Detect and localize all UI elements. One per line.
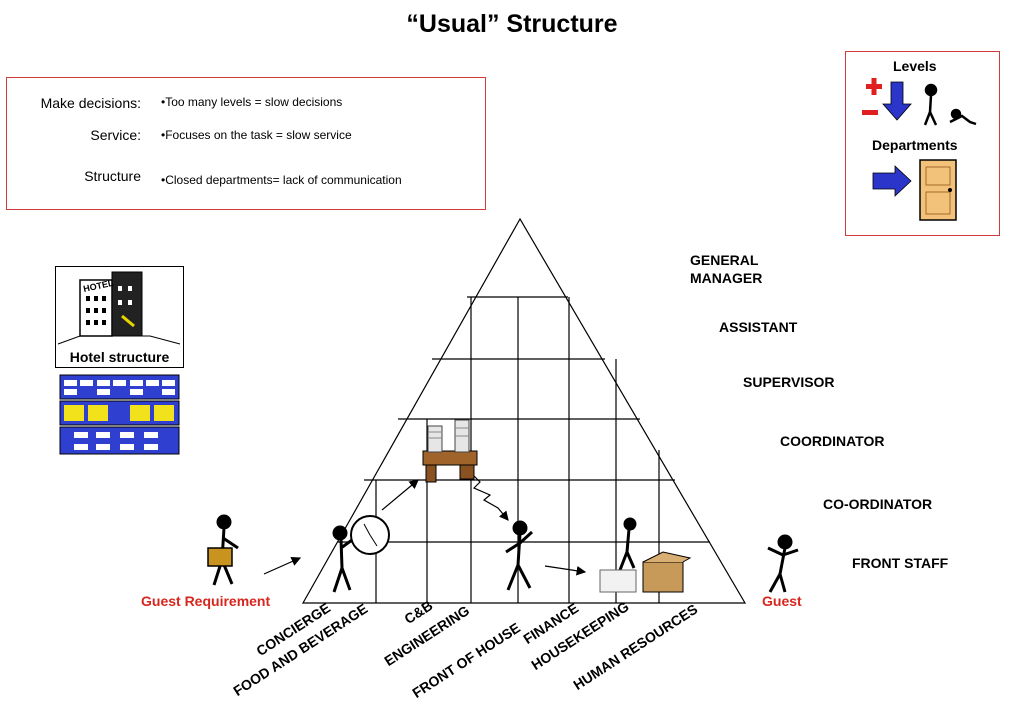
hotel-caption: Hotel structure [69, 349, 170, 365]
level-general-manager: GENERAL MANAGER [690, 252, 763, 286]
page-title: “Usual” Structure [406, 10, 618, 38]
legend-levels-label: Levels [893, 58, 937, 74]
guest-figure [767, 534, 799, 593]
issue-label-service: Service: [90, 127, 141, 143]
level-assistant: ASSISTANT [719, 319, 798, 335]
issue-label-structure: Structure [84, 168, 141, 184]
level-co-ordinator: CO-ORDINATOR [823, 496, 933, 512]
legend-departments-label: Departments [872, 137, 958, 153]
down-arrow-icon [882, 81, 912, 121]
level-supervisor: SUPERVISOR [743, 374, 835, 390]
clock-icon [350, 515, 390, 555]
issue-text-structure: •Closed departments= lack of communicati… [161, 173, 402, 187]
org-chart-thumbnail [59, 374, 180, 455]
guest-label: Guest [762, 593, 802, 609]
desk-icon [422, 419, 478, 483]
housekeeping-boxes-icon [599, 551, 692, 593]
issues-box: Make decisions: •Too many levels = slow … [6, 77, 486, 210]
guest-with-suitcase-figure [207, 514, 239, 586]
levels-figures-icon [923, 83, 977, 126]
concierge-figure [332, 525, 353, 593]
legend-box: Levels Departments [845, 51, 1000, 236]
issue-text-decisions: •Too many levels = slow decisions [161, 95, 343, 109]
hotel-picture: Hotel structure [55, 266, 184, 368]
arrow-foh-to-housekeeping [544, 565, 587, 576]
arrow-concierge-to-desk [381, 479, 419, 511]
door-icon [919, 159, 957, 221]
level-front-staff: FRONT STAFF [852, 555, 949, 571]
issue-label-decisions: Make decisions: [40, 95, 141, 111]
plus-icon [866, 78, 882, 95]
front-of-house-figure [505, 520, 534, 591]
minus-icon [862, 110, 878, 115]
issue-text-service: •Focuses on the task = slow service [161, 128, 352, 142]
zigzag-desk-to-foh [467, 469, 509, 521]
arrow-guest-to-concierge [263, 557, 302, 575]
pyramid-outline [301, 217, 747, 604]
guest-requirement-label: Guest Requirement [141, 593, 271, 609]
level-coordinator: COORDINATOR [780, 433, 885, 449]
right-arrow-icon [872, 165, 912, 197]
housekeeping-figure [618, 517, 637, 571]
hotel-building-icon [57, 271, 181, 345]
